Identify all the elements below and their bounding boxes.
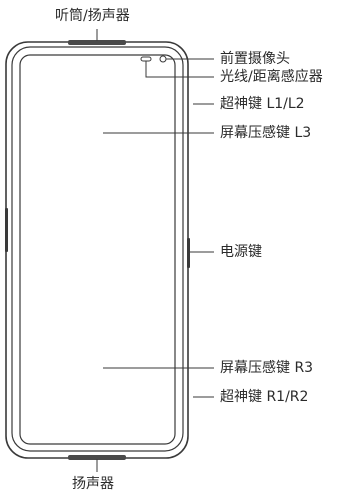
- phone-outer-body: [5, 41, 189, 459]
- leader-line-sensor: [145, 61, 214, 78]
- label-earpiece-speaker: 听筒/扬声器: [55, 8, 130, 24]
- label-light-proximity-sensor: 光线/距离感应器: [220, 69, 323, 85]
- left-side-button: [5, 208, 8, 252]
- label-bottom-speaker: 扬声器: [72, 476, 114, 492]
- label-front-camera: 前置摄像头: [220, 51, 290, 67]
- phone-display: [19, 54, 176, 445]
- label-pressure-key-l3: 屏幕压感键 L3: [220, 125, 312, 141]
- right-power-button: [187, 238, 190, 268]
- label-power-key: 电源键: [220, 244, 262, 260]
- light-proximity-sensor-shape: [140, 56, 152, 62]
- front-camera-shape: [159, 55, 167, 63]
- phone-inner-frame: [11, 46, 184, 452]
- label-ultrasonic-key-r: 超神键 R1/R2: [220, 389, 309, 405]
- label-ultrasonic-key-l: 超神键 L1/L2: [220, 96, 305, 112]
- bottom-speaker-grille: [68, 455, 126, 460]
- top-speaker-grille: [68, 40, 126, 45]
- label-pressure-key-r3: 屏幕压感键 R3: [220, 360, 314, 376]
